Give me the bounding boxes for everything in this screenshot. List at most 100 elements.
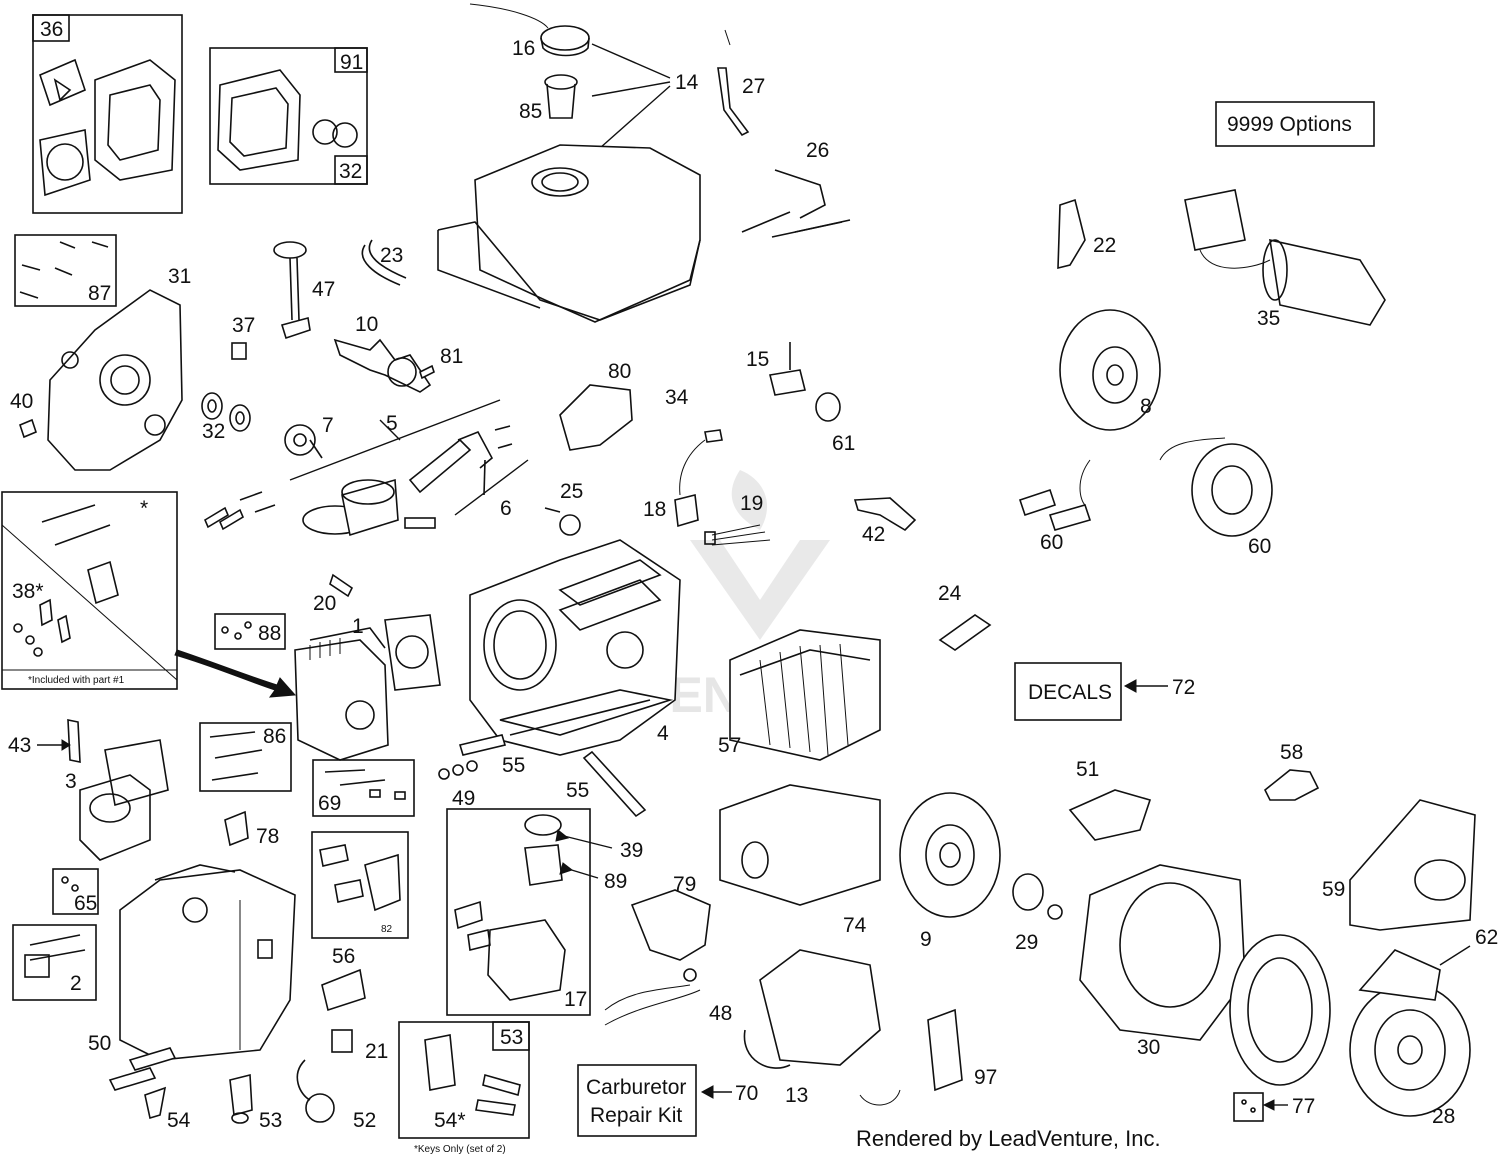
part-42-bracket[interactable] (853, 497, 917, 532)
part-53-key-switch-kit[interactable] (398, 1021, 530, 1139)
part-58-bracket[interactable] (1263, 769, 1320, 801)
kit-asterisk: * (140, 497, 148, 520)
part-91-gasket-kit[interactable] (209, 47, 368, 185)
part-86-bolt-kit[interactable] (199, 722, 292, 792)
part-52-fuel-cap[interactable] (296, 1059, 335, 1123)
included-arrow (174, 649, 297, 698)
callout-79: 79 (673, 873, 696, 896)
carburetor-repair-kit-box[interactable]: Carburetor Repair Kit (577, 1064, 697, 1137)
part-62-handle[interactable] (1358, 949, 1441, 1001)
part-13-air-filter[interactable] (743, 949, 881, 1069)
part-5-piston-assembly[interactable] (289, 399, 501, 537)
callout-38: 38* (12, 580, 44, 603)
callout-97: 97 (974, 1066, 997, 1089)
part-34-sensor[interactable] (679, 429, 723, 496)
part-49-washer[interactable] (438, 760, 478, 780)
part-87-bolt-kit[interactable] (14, 234, 117, 307)
callout-61: 61 (832, 432, 855, 455)
part-valve-springs[interactable] (203, 491, 276, 531)
callout-43: 43 (8, 734, 31, 757)
part-43-breather-tube[interactable] (67, 719, 81, 763)
part-10-crankshaft[interactable] (333, 338, 432, 393)
part-28-recoil-starter[interactable] (1349, 983, 1471, 1117)
part-9-cooling-fan[interactable] (899, 792, 1001, 918)
part-25-governor-gear[interactable] (544, 507, 581, 536)
part-60-charge-coil[interactable] (1018, 459, 1092, 531)
part-3-valve-cover[interactable] (79, 739, 169, 861)
callout-77: 77 (1292, 1095, 1315, 1118)
part-15-fuel-valve[interactable] (769, 342, 806, 396)
part-23-fuel-hose[interactable] (361, 239, 407, 286)
callout-78: 78 (256, 825, 279, 848)
part-24-bracket[interactable] (938, 614, 992, 651)
decals-box[interactable]: DECALS (1014, 662, 1122, 721)
part-16-fuel-cap[interactable] (469, 3, 590, 57)
part-78-bracket[interactable] (224, 810, 249, 847)
part-80-guard[interactable] (559, 384, 633, 451)
callout-39: 39 (620, 839, 643, 862)
part-82-gasket-kit[interactable] (311, 831, 409, 939)
callout-50: 50 (88, 1032, 111, 1055)
part-31-crankcase-cover[interactable] (47, 289, 183, 471)
part-69-kit[interactable] (312, 759, 415, 817)
part-30-fan-housing[interactable] (1079, 864, 1246, 1041)
callout-54: 54 (167, 1109, 191, 1132)
part-61-knob[interactable] (815, 392, 841, 422)
part-47-dipstick[interactable] (273, 241, 311, 340)
part-53-ignition-switch[interactable] (229, 1073, 253, 1124)
callout-74: 74 (843, 914, 867, 937)
part-37-oil-sensor[interactable] (231, 342, 247, 360)
callout-13: 13 (785, 1084, 808, 1107)
part-20-spark-plug[interactable] (329, 573, 354, 598)
part-97-screen[interactable] (859, 1008, 963, 1106)
part-35-electric-starter[interactable] (1184, 189, 1386, 326)
part-1-cylinder-head[interactable] (294, 614, 441, 761)
part-32-bearings[interactable] (201, 392, 251, 432)
callout-32: 32 (202, 420, 225, 443)
part-88-kit[interactable] (214, 613, 286, 650)
part-7-camshaft[interactable] (284, 424, 323, 459)
part-19-wire-harness[interactable] (704, 524, 771, 546)
part-79-bracket[interactable] (630, 889, 711, 961)
part-22-bracket[interactable] (1057, 198, 1086, 270)
part-50-engine-shroud[interactable] (119, 864, 296, 1061)
part-56-bracket[interactable] (321, 968, 366, 1012)
callout-60b: 60 (1248, 535, 1271, 558)
part-27-choke-lever[interactable] (717, 29, 750, 137)
part-60-stator[interactable] (1159, 437, 1273, 537)
part-59-plate[interactable] (1349, 799, 1476, 931)
part-36-gasket-kit[interactable] (32, 14, 183, 214)
part-48-wire-harness[interactable] (604, 968, 701, 1026)
part-51-plate[interactable] (1068, 789, 1152, 841)
part-18-ignition-coil[interactable] (674, 494, 699, 528)
part-74-muffler[interactable] (719, 784, 881, 906)
part-17-carburetor-assembly[interactable] (446, 808, 591, 1016)
options-box[interactable]: 9999 Options (1215, 101, 1375, 147)
part-65-screws[interactable] (52, 868, 99, 915)
leaders-14 (591, 43, 671, 149)
part-38-valve-kit[interactable] (1, 491, 178, 690)
part-fuel-tank[interactable] (437, 144, 701, 323)
callout-34: 34 (665, 386, 689, 409)
part-40-drain-plug[interactable] (19, 418, 37, 439)
part-21-switch[interactable] (331, 1029, 353, 1053)
part-4-engine-block[interactable] (469, 539, 681, 756)
part-6-rod-bolts[interactable] (454, 425, 529, 516)
part-81-key[interactable] (419, 364, 435, 380)
part-housing-gasket[interactable] (1229, 934, 1331, 1086)
part-77-screws[interactable] (1233, 1092, 1264, 1122)
part-26-governor-linkage[interactable] (741, 169, 851, 238)
callout-30: 30 (1137, 1036, 1160, 1059)
callout-62: 62 (1475, 926, 1498, 949)
part-55-dowel-b[interactable] (582, 750, 647, 818)
part-57-muffler-guard[interactable] (729, 629, 881, 761)
part-29-starter-cup[interactable] (1012, 873, 1063, 920)
part-85-fuel-strainer[interactable] (544, 74, 578, 119)
callout-20: 20 (313, 592, 336, 615)
part-55-dowel-a[interactable] (458, 734, 507, 756)
callout-14: 14 (675, 71, 699, 94)
part-2-kit[interactable] (12, 924, 97, 1001)
part-8-flywheel[interactable] (1059, 309, 1161, 431)
part-54-keys[interactable] (108, 1047, 177, 1120)
callout-2: 2 (70, 972, 82, 995)
